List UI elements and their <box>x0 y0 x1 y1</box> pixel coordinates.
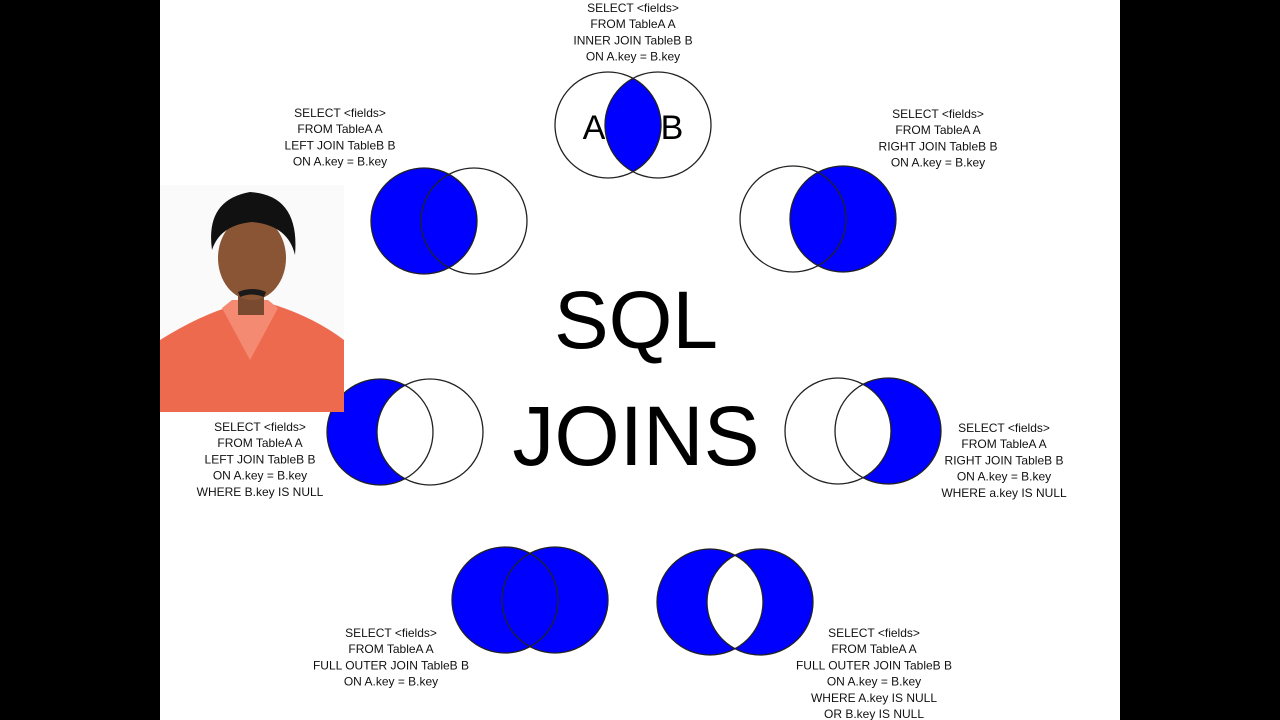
query-line: FULL OUTER JOIN TableB B <box>796 658 952 672</box>
circle-table-a <box>370 167 478 275</box>
query-line: FROM TableA A <box>590 17 675 31</box>
circle-table-a <box>554 71 662 179</box>
query-line: SELECT <fields> <box>828 626 920 640</box>
query-line: ON A.key = B.key <box>827 675 921 689</box>
circle-table-a <box>326 378 434 486</box>
query-line: WHERE B.key IS NULL <box>197 485 324 499</box>
circle-table-a <box>739 165 847 273</box>
query-line: FROM TableA A <box>895 123 980 137</box>
query-line: ON A.key = B.key <box>213 469 307 483</box>
query-line: RIGHT JOIN TableB B <box>879 139 998 153</box>
query-line: SELECT <fields> <box>345 626 437 640</box>
venn-full <box>451 546 609 654</box>
query-right: SELECT <fields> FROM TableA A RIGHT JOIN T… <box>879 107 998 170</box>
circle-table-b <box>706 548 814 656</box>
query-line: SELECT <fields> <box>214 420 306 434</box>
circle-table-b <box>834 377 942 485</box>
venn-left-excl <box>326 378 484 486</box>
query-line: FULL OUTER JOIN TableB B <box>313 658 469 672</box>
circle-table-a <box>451 546 559 654</box>
query-line: FROM TableA A <box>217 436 302 450</box>
query-line: ON A.key = B.key <box>344 675 438 689</box>
query-line: ON A.key = B.key <box>586 50 680 64</box>
query-line: ON A.key = B.key <box>957 470 1051 484</box>
circle-table-a <box>784 377 892 485</box>
query-left-excl: SELECT <fields> FROM TableA A LEFT JOIN Ta… <box>197 420 324 499</box>
circle-table-b <box>376 378 484 486</box>
circle-table-a <box>656 548 764 656</box>
query-line: WHERE a.key IS NULL <box>941 486 1067 500</box>
venn-inner <box>554 71 712 179</box>
query-line: FROM TableA A <box>831 642 916 656</box>
title-joins: JOINS <box>512 389 759 483</box>
circle-label-a: A <box>583 109 606 147</box>
venn-full-excl <box>656 548 814 656</box>
query-line: WHERE A.key IS NULL <box>811 691 937 705</box>
query-line: SELECT <fields> <box>294 106 386 120</box>
query-line: FROM TableA A <box>297 122 382 136</box>
query-line: SELECT <fields> <box>958 421 1050 435</box>
query-line: ON A.key = B.key <box>293 155 387 169</box>
query-full-excl: SELECT <fields> FROM TableA A FULL OUTER J… <box>796 626 952 720</box>
title-sql: SQL <box>554 275 718 366</box>
circle-table-b <box>420 167 528 275</box>
query-line: INNER JOIN TableB B <box>573 33 692 47</box>
query-line: RIGHT JOIN TableB B <box>945 453 1064 467</box>
venn-left <box>370 167 528 275</box>
query-line: LEFT JOIN TableB B <box>285 138 396 152</box>
query-line: ON A.key = B.key <box>891 156 985 170</box>
query-line: SELECT <fields> <box>587 1 679 15</box>
venn-right <box>739 165 897 273</box>
circle-table-b <box>789 165 897 273</box>
query-full: SELECT <fields> FROM TableA A FULL OUTER J… <box>313 626 469 689</box>
circle-table-b <box>604 71 712 179</box>
query-right-excl: SELECT <fields> FROM TableA A RIGHT JOIN T… <box>941 421 1067 500</box>
circle-label-b: B <box>661 109 684 147</box>
query-line: LEFT JOIN TableB B <box>205 452 316 466</box>
query-left: SELECT <fields> FROM TableA A LEFT JOIN Ta… <box>285 106 396 169</box>
query-inner: SELECT <fields> FROM TableA A INNER JOIN T… <box>573 1 692 64</box>
presenter-photo <box>160 185 344 412</box>
query-line: FROM TableA A <box>348 642 433 656</box>
circle-table-b <box>501 546 609 654</box>
query-line: SELECT <fields> <box>892 107 984 121</box>
query-line: OR B.key IS NULL <box>824 707 924 720</box>
query-line: FROM TableA A <box>961 437 1046 451</box>
venn-right-excl <box>784 377 942 485</box>
